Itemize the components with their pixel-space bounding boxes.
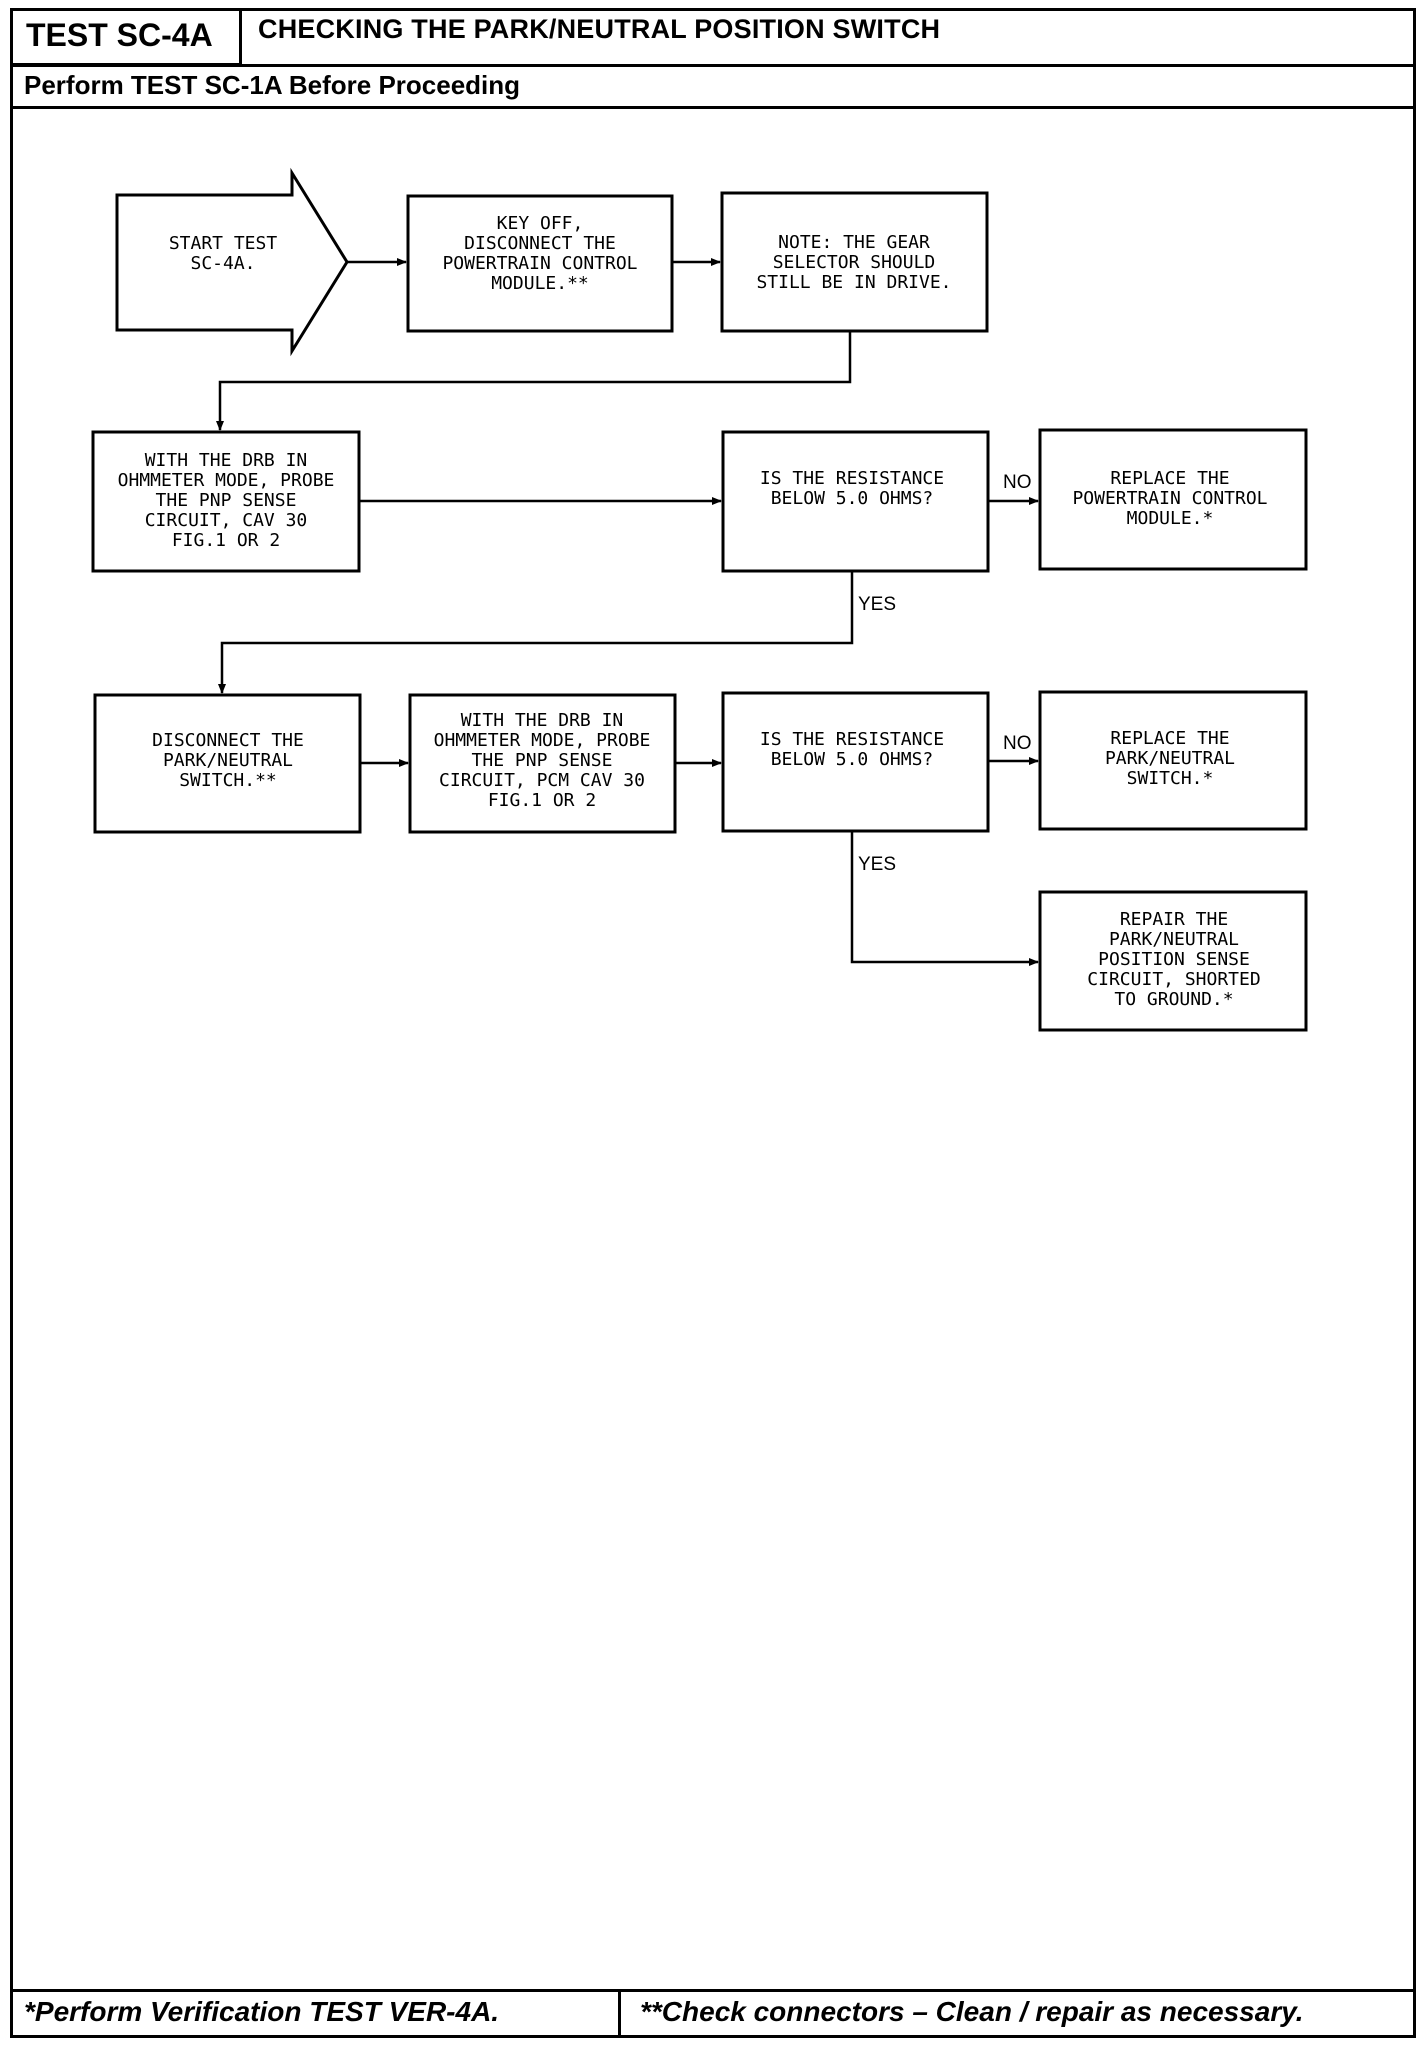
node-text-line: OHMMETER MODE, PROBE: [118, 470, 335, 491]
node-text-line: KEY OFF,: [497, 213, 584, 234]
node-text-line: WITH THE DRB IN: [461, 710, 624, 731]
footer-divider: [10, 1989, 1416, 1992]
node-text-line: STILL BE IN DRIVE.: [756, 272, 951, 293]
prerequisite-note: Perform TEST SC-1A Before Proceeding: [24, 70, 521, 100]
label-no-1: NO: [1003, 472, 1032, 493]
box-resistance-2: [721, 691, 990, 833]
node-text-line: CIRCUIT, SHORTED: [1087, 969, 1260, 990]
node-text-line: START TEST: [169, 233, 278, 254]
box-replace-pcm: [1038, 428, 1308, 571]
connector-resistance-2-yes: [850, 831, 1039, 966]
node-text-line: IS THE RESISTANCE: [760, 468, 944, 489]
footer-separator: [618, 1989, 621, 2038]
node-text-line: SWITCH.**: [179, 770, 277, 791]
start-arrow-shape: [115, 167, 349, 357]
page-title: CHECKING THE PARK/NEUTRAL POSITION SWITC…: [258, 14, 941, 44]
box-disconnect-switch: [93, 693, 362, 834]
box-repair-circuit: [1038, 890, 1308, 1032]
node-text-line: PARK/NEUTRAL: [1109, 929, 1239, 950]
node-text-line: DISCONNECT THE: [152, 730, 304, 751]
node-text-line: POWERTRAIN CONTROL: [442, 253, 637, 274]
node-text-line: POWERTRAIN CONTROL: [1072, 488, 1267, 509]
node-text-line: THE PNP SENSE: [472, 750, 613, 771]
node-text-line: CIRCUIT, CAV 30: [145, 510, 308, 531]
node-text-line: NOTE: THE GEAR: [778, 232, 930, 253]
node-text-line: BELOW 5.0 OHMS?: [771, 488, 934, 509]
node-text-line: FIG.1 OR 2: [488, 790, 596, 811]
connector-note-to-probe-pnp: [216, 331, 852, 431]
node-text-line: REPLACE THE: [1110, 468, 1229, 489]
footer-verification-note: *Perform Verification TEST VER-4A.: [24, 1996, 500, 2027]
node-text-line: SWITCH.*: [1127, 768, 1214, 789]
box-probe-pcm: [408, 693, 677, 834]
node-text-line: OHMMETER MODE, PROBE: [434, 730, 651, 751]
header-divider-bottom: [10, 106, 1416, 109]
box-replace-switch: [1038, 690, 1308, 831]
node-text-line: DISCONNECT THE: [464, 233, 616, 254]
footer-connector-note: **Check connectors – Clean / repair as n…: [640, 1996, 1304, 2027]
connector-resistance-1-yes: [218, 571, 854, 694]
box-key-off: [406, 194, 674, 333]
box-note-gear: [720, 191, 989, 333]
node-text-line: POSITION SENSE: [1098, 949, 1250, 970]
node-text-line: TO GROUND.*: [1114, 989, 1233, 1010]
node-text-line: PARK/NEUTRAL: [1105, 748, 1235, 769]
node-text-line: THE PNP SENSE: [156, 490, 297, 511]
node-text-line: BELOW 5.0 OHMS?: [771, 749, 934, 770]
node-text-line: MODULE.**: [491, 273, 589, 294]
node-text-line: PARK/NEUTRAL: [163, 750, 293, 771]
node-text-line: WITH THE DRB IN: [145, 450, 308, 471]
node-text-line: REPLACE THE: [1110, 728, 1229, 749]
node-text-line: SELECTOR SHOULD: [773, 252, 936, 273]
box-resistance-1: [721, 430, 990, 573]
node-text-line: MODULE.*: [1127, 508, 1214, 529]
node-text-line: SC-4A.: [190, 253, 255, 274]
page-frame: [10, 8, 1416, 2038]
node-text-line: REPAIR THE: [1120, 909, 1228, 930]
label-yes-2: YES: [858, 854, 896, 875]
label-no-2: NO: [1003, 733, 1032, 754]
node-text-line: FIG.1 OR 2: [172, 530, 280, 551]
node-text-line: CIRCUIT, PCM CAV 30: [439, 770, 645, 791]
node-text-line: IS THE RESISTANCE: [760, 729, 944, 750]
label-yes-1: YES: [858, 594, 896, 615]
header-divider: [10, 64, 1416, 67]
